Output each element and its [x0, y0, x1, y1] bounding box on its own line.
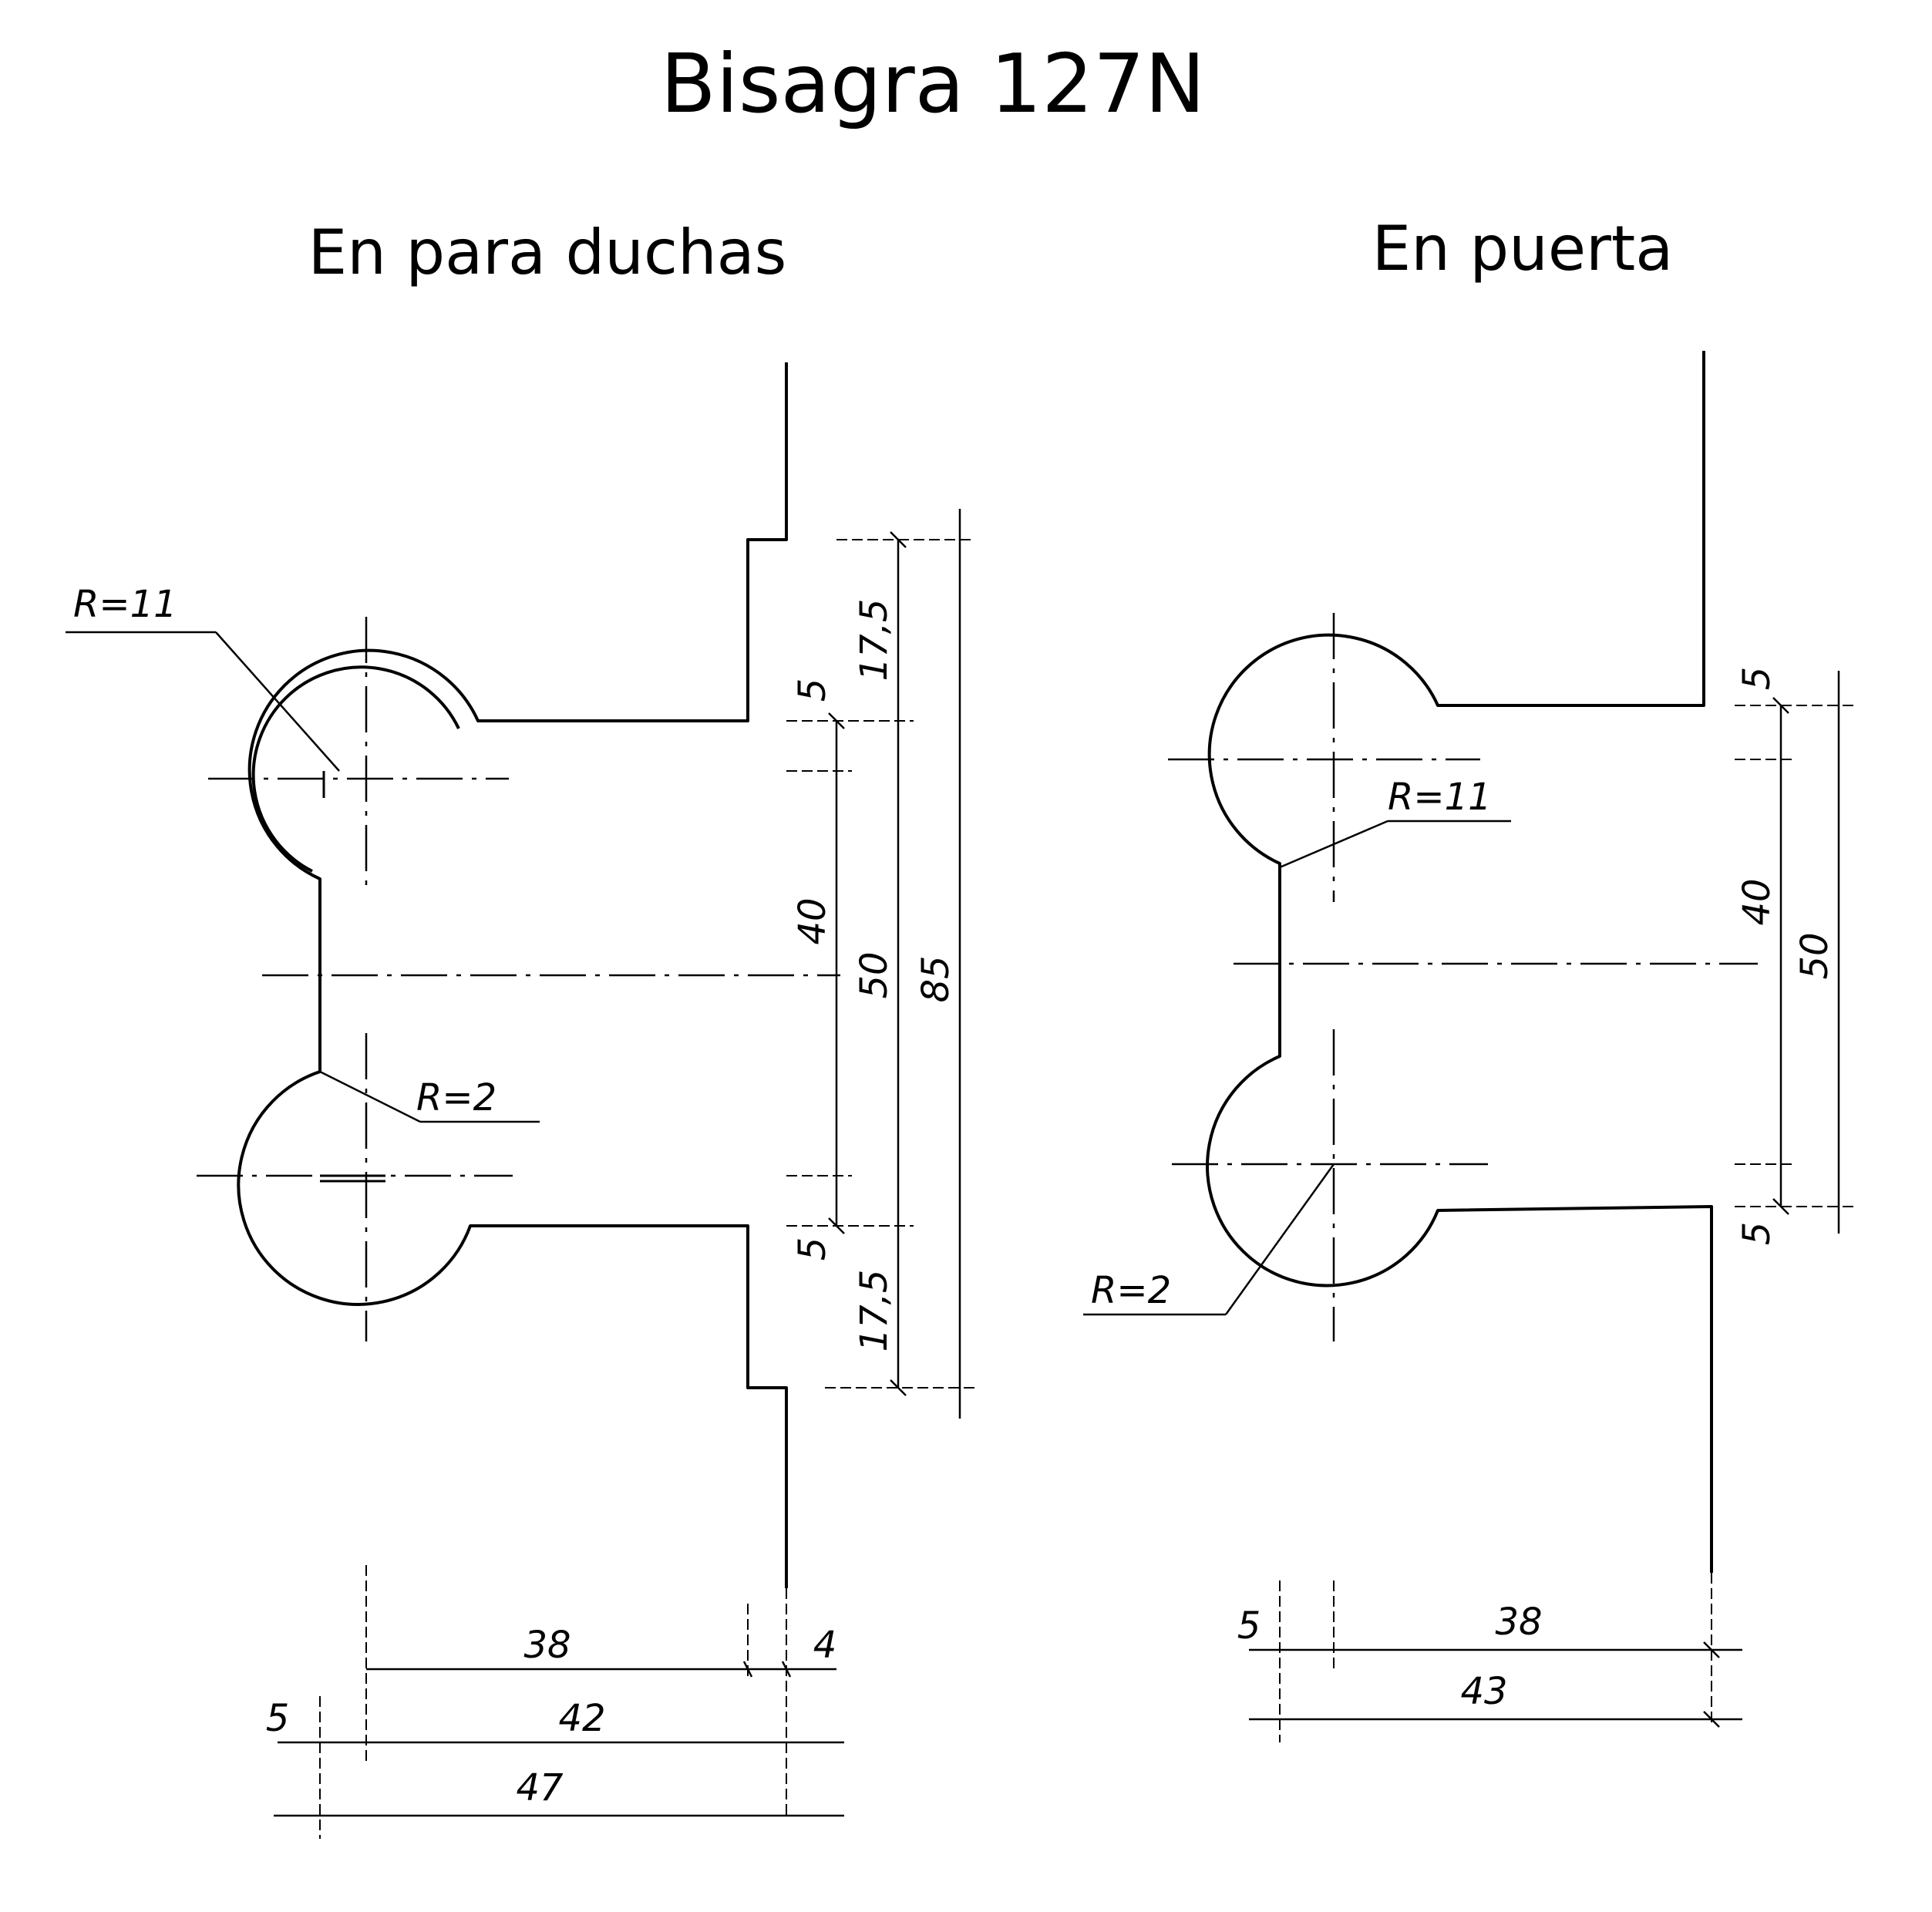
left-dim-4: 4 [813, 1624, 837, 1667]
right-r2-leader [1224, 1163, 1335, 1315]
left-r11-leader [215, 631, 340, 772]
drawing-title: Bisagra 127N [661, 37, 1206, 131]
right-dim-43: 43 [1460, 1670, 1507, 1713]
right-tick [1703, 1711, 1720, 1728]
right-hinge-outline [1206, 351, 1713, 1573]
left-r11-label: R=11 [73, 583, 177, 626]
left-tick [781, 1661, 792, 1678]
left-dim-47: 47 [516, 1766, 564, 1809]
left-r2-leader [319, 1070, 421, 1123]
left-hinge-view: R=11 R=2 17,5 5 40 50 85 5 17,5 [66, 362, 975, 1839]
left-dim-85: 85 [914, 955, 958, 1002]
left-top-knuckle-inner-arc [251, 665, 460, 873]
left-dim-17-5-top: 17,5 [853, 599, 896, 682]
right-dim-5-top: 5 [1735, 667, 1779, 691]
left-dim-42: 42 [558, 1697, 605, 1740]
right-hinge-view: R=11 R=2 5 40 50 5 5 38 43 [1083, 351, 1858, 1742]
right-tick [1703, 1641, 1720, 1658]
left-dim-5-top: 5 [791, 678, 834, 702]
left-dim-38: 38 [523, 1624, 571, 1667]
right-r11-label: R=11 [1388, 776, 1492, 819]
left-r2-label: R=2 [416, 1076, 496, 1119]
right-dim-5-bottom: 5 [1735, 1222, 1779, 1246]
left-dim-17-5-bottom: 17,5 [853, 1270, 896, 1352]
left-hinge-outline [237, 362, 788, 1588]
left-dim-40: 40 [791, 897, 834, 944]
left-dim-50: 50 [853, 951, 896, 998]
left-tick [890, 531, 907, 548]
left-dim-5: 5 [266, 1697, 290, 1740]
left-tick [890, 1379, 907, 1396]
right-dim-5: 5 [1237, 1604, 1261, 1648]
right-r2-label: R=2 [1091, 1269, 1171, 1312]
left-tick [742, 1661, 753, 1678]
right-tick [1772, 697, 1789, 714]
right-view-label: En puerta [1372, 213, 1674, 284]
right-dim-40: 40 [1735, 878, 1779, 925]
right-dim-38: 38 [1495, 1601, 1542, 1644]
right-tick [1772, 1198, 1789, 1215]
left-tick [828, 1217, 845, 1234]
right-dim-50: 50 [1793, 932, 1836, 979]
left-tick [828, 712, 845, 729]
right-r11-leader [1279, 820, 1388, 869]
left-dim-5-bottom: 5 [791, 1237, 834, 1261]
left-view-label: En para duchas [308, 217, 787, 288]
